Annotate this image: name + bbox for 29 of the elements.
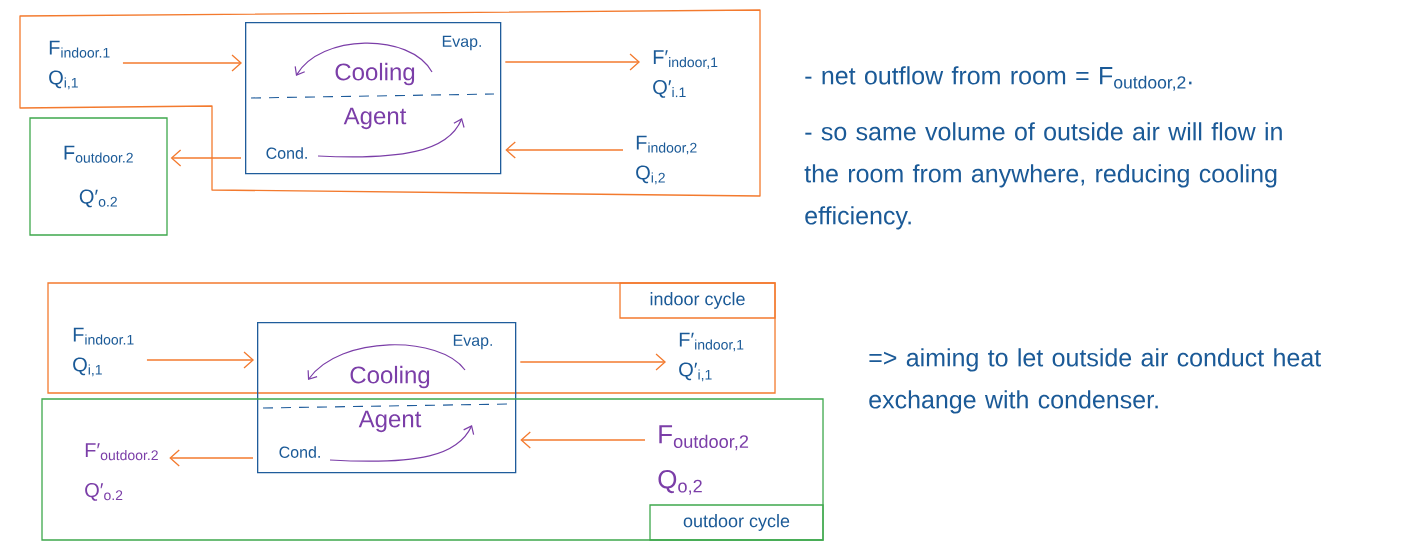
component-label: Evap. (453, 334, 492, 350)
region-box (47, 282, 776, 394)
region-box (41, 398, 824, 541)
note-text: => aiming to let outside air conduct heat exchange with condenser. (869, 348, 1321, 414)
arrow (170, 149, 242, 167)
variable-label: F$_{indoor.1}$ Q$_{i,1}$ (73, 327, 134, 377)
variable-label: F$_{indoor,2}$ Q$_{i,2}$ (636, 135, 697, 185)
note-text: - net outflow from room = F$_{outdoor,2}$. (805, 66, 1192, 91)
agent-label: Cooling Agent (350, 365, 430, 433)
arrow (520, 431, 646, 449)
arrow (122, 54, 242, 72)
variable-label: F$_{indoor.1}$ Q$_{i,1}$ (49, 40, 110, 90)
variable-label: F′$_{outdoor.2}$ Q′$_{o.2}$ (85, 443, 158, 501)
component-label: Evap. (442, 35, 481, 51)
arrow (146, 351, 254, 369)
arrow (519, 353, 666, 371)
note-text: - so same volume of outside air will flow in the room from anywhere, reducing cooling efficiency. (804, 122, 1282, 230)
variable-label: F′$_{indoor,1}$ Q′$_{i,1}$ (679, 332, 744, 382)
variable-label: F′$_{indoor,1}$ Q′$_{i.1}$ (653, 50, 718, 98)
variable-box: F$_{outdoor.2}$ Q′$_{o.2}$ (29, 117, 168, 236)
agent-label: Cooling Agent (335, 62, 415, 130)
arrow (505, 141, 624, 159)
arrow (169, 449, 254, 467)
component-label: Cond. (266, 147, 307, 159)
caption-box: indoor cycle (619, 282, 776, 319)
variable-label: F$_{outdoor,2}$ Q$_{o,2}$ (658, 425, 749, 495)
caption-box: outdoor cycle (649, 504, 824, 541)
arrow (504, 53, 640, 71)
component-label: Cond. (279, 446, 320, 458)
